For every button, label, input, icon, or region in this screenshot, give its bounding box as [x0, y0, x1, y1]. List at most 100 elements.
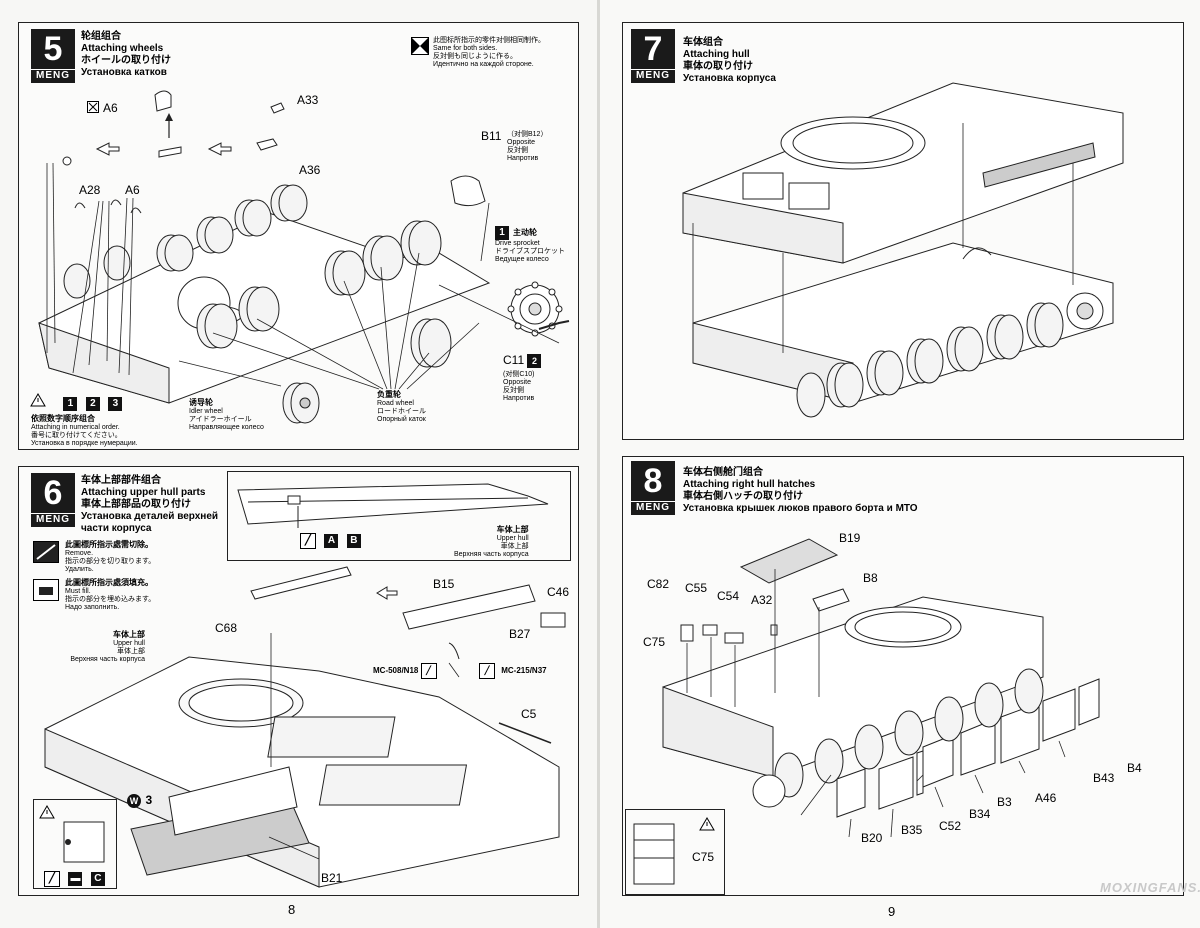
- road-wheels-upper: [156, 184, 308, 272]
- label-a36: A36: [299, 163, 321, 177]
- label-a33: A33: [297, 93, 319, 107]
- step8-hull-drawing: [662, 538, 1100, 838]
- warning-icon-6: [39, 805, 55, 819]
- step6-number: 6: [43, 474, 63, 512]
- label-c54: C54: [717, 589, 740, 603]
- b11-fender: [450, 175, 486, 207]
- label-c75: C75: [643, 635, 666, 649]
- paint-mc215: ╱ MC-215/N37: [479, 663, 547, 679]
- step5-title-jp: ホイールの取り付け: [81, 55, 171, 66]
- step7-assembly-drawing: [682, 82, 1124, 418]
- hull-road-wheels: [796, 292, 1104, 418]
- road-wheels-far-left: [63, 245, 131, 299]
- pivot-part: [158, 146, 182, 158]
- step5-title-en: Attaching wheels: [81, 43, 164, 54]
- step6-brand: MENG: [31, 513, 75, 526]
- label-b20: B20: [861, 831, 883, 845]
- label-b43: B43: [1093, 771, 1115, 785]
- step6-warning-inset: ╱ ▬ C: [33, 799, 117, 889]
- page-number-right: 9: [888, 904, 896, 919]
- label-a6-top: A6: [103, 101, 118, 115]
- label-b19: B19: [839, 531, 861, 545]
- upper-hull-caption: 车体上部 Upper hull 車体上部 Верхняя часть корпу…: [70, 630, 145, 664]
- step5-title: 轮组组合 Attaching wheels ホイールの取り付け Установк…: [81, 31, 171, 79]
- road-wheel-caption: 负重轮 Road wheel ロードホイール Опорный каток: [377, 390, 426, 424]
- both-sides-icon: [411, 37, 429, 55]
- a33-part: [270, 102, 285, 114]
- step7-brand: MENG: [631, 69, 675, 82]
- b8-part: [812, 588, 850, 612]
- drive-sprocket: [507, 281, 563, 337]
- label-b15: B15: [433, 577, 455, 591]
- a36-part: [256, 138, 278, 151]
- c11-opposite: (对侧C10) Opposite 反対側 Напротив: [503, 371, 535, 402]
- paint-mc508: MC-508/N18 ╱: [373, 663, 441, 679]
- label-c55: C55: [685, 581, 708, 595]
- step8-road-wheels: [752, 668, 1044, 808]
- step7-panel: 7 MENG 车体组合 Attaching hull 車体の取り付け Устан…: [622, 22, 1184, 440]
- b11-opposite: （对侧B12） Opposite 反対側 Напротив: [507, 131, 548, 162]
- label-b3: B3: [997, 795, 1012, 809]
- step6-inset: ╱ A B 车体上部 Upper hull 車体上部 Верхняя часть…: [227, 471, 571, 561]
- fill-icon-small: ▬: [68, 872, 83, 886]
- step5-badge: 5 MENG: [31, 29, 75, 83]
- label-b21: B21: [321, 871, 343, 885]
- label-c75-inset: C75: [692, 850, 715, 864]
- label-b11: B11: [481, 129, 502, 143]
- inset-c-icons: ╱ ▬ C: [44, 868, 109, 887]
- label-a6-side: A6: [125, 183, 140, 197]
- label-b27: B27: [509, 627, 531, 641]
- step5-brand: MENG: [31, 69, 75, 82]
- fill-icon: [33, 579, 59, 601]
- inset-upper-hull-caption: 车体上部 Upper hull 車体上部 Верхняя часть корпу…: [454, 525, 529, 559]
- knife-icon: ╱: [300, 533, 316, 549]
- warning-icon: [30, 393, 46, 407]
- warning-icon-8: [699, 817, 715, 831]
- remove-icon: [33, 541, 59, 563]
- label-a46: A46: [1035, 791, 1057, 805]
- inset-hull-drawing: [237, 483, 549, 528]
- warning-inset-drawing: [63, 821, 105, 863]
- b19-grille: [739, 538, 839, 584]
- label-c68: C68: [215, 621, 238, 635]
- label-a28: A28: [79, 183, 101, 197]
- numerical-order-legend: 1 2 3 依照数字顺序组合 Attaching in numerical or…: [30, 393, 138, 448]
- step8-panel: 8 MENG 车体右侧舱门组合 Attaching right hull hat…: [622, 456, 1184, 896]
- label-c52: C52: [939, 819, 962, 833]
- both-sides-note: 此图标所指示的零件对侧相同制作。 Same for both sides. 反対…: [433, 37, 545, 68]
- step5-title-ru: Установка катков: [81, 67, 167, 78]
- watermark-text: MOXINGFANS.COM: [1100, 880, 1200, 895]
- step8-warning-inset: C75: [625, 809, 725, 895]
- step7-badge: 7 MENG: [631, 29, 675, 83]
- step7-title: 车体组合 Attaching hull 車体の取り付け Установка ко…: [683, 37, 776, 84]
- a6-attach-icon: [87, 101, 99, 113]
- step5-number: 5: [43, 30, 63, 68]
- page-number-left: 8: [288, 902, 296, 917]
- step6-panel: 6 MENG 车体上部部件组合 Attaching upper hull par…: [18, 466, 579, 896]
- step6-badge: 6 MENG: [31, 473, 75, 527]
- page-gutter: [597, 0, 600, 928]
- inset-panel-drawing: [633, 823, 675, 885]
- label-c5: C5: [521, 707, 537, 721]
- fill-legend: 此圖標所指示處須填充。 Must fill. 指示の部分を埋め込みます。 Над…: [65, 578, 156, 612]
- a6-part: [154, 90, 172, 112]
- w3-badge: W 3: [127, 791, 152, 809]
- step8-brand: MENG: [631, 501, 675, 514]
- step5-panel: 5 MENG 轮组组合 Attaching wheels ホイールの取り付け У…: [18, 22, 579, 450]
- label-b34: B34: [969, 807, 991, 821]
- step6-title: 车体上部部件组合 Attaching upper hull parts 車体上部…: [81, 475, 219, 534]
- step8-badge: 8 MENG: [631, 461, 675, 515]
- step5-title-cn: 轮组组合: [81, 31, 121, 42]
- sprocket-number: 1: [495, 226, 509, 240]
- label-b8: B8: [863, 571, 878, 585]
- step8-title: 车体右侧舱门组合 Attaching right hull hatches 車体…: [683, 467, 918, 514]
- c11-arm: [538, 320, 570, 330]
- label-a32: A32: [751, 593, 773, 607]
- inset-paint-icons: ╱ A B: [300, 530, 365, 549]
- remove-legend: 此圖標所指示處需切除。 Remove. 指示の部分を切り取ります。 Удалит…: [65, 540, 156, 574]
- label-b4: B4: [1127, 761, 1142, 775]
- label-c46: C46: [547, 585, 570, 599]
- idler-wheel: [282, 382, 320, 424]
- step7-number: 7: [643, 30, 663, 68]
